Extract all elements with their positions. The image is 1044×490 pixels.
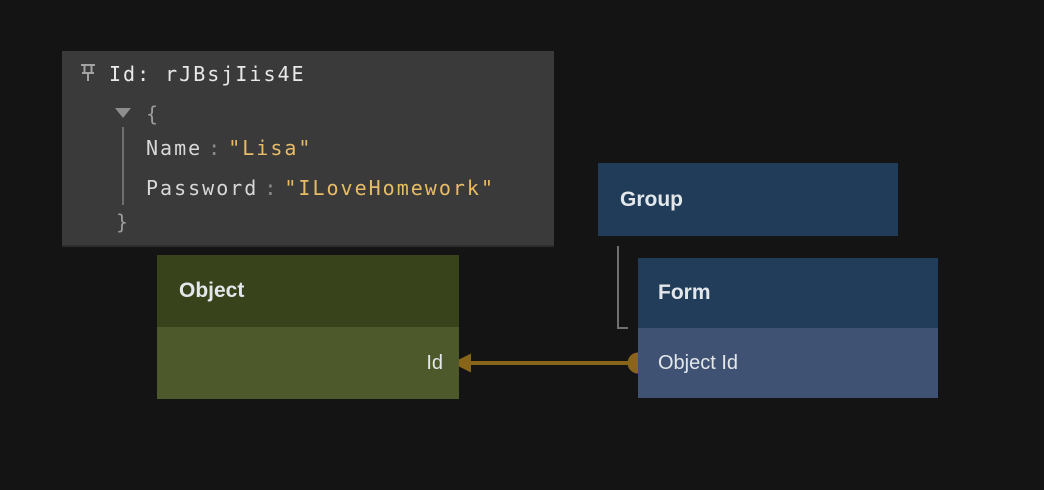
node-group-header[interactable]: Group [598, 163, 898, 236]
row-label: Object Id [658, 351, 739, 374]
node-title: Group [620, 187, 683, 211]
json-field-password: Password:"ILoveHomework" [146, 176, 495, 200]
node-object-header[interactable]: Object [157, 255, 459, 327]
popup-title: Id: rJBsjIis4E [109, 62, 306, 86]
field-value: "Lisa" [228, 136, 313, 160]
node-form-header[interactable]: Form [638, 258, 938, 328]
node-title: Object [179, 279, 245, 302]
node-title: Form [658, 281, 711, 304]
node-group[interactable]: Group [598, 163, 898, 236]
json-close-brace: } [116, 210, 131, 234]
tree-guide-line [122, 127, 124, 205]
collapse-toggle-icon[interactable] [115, 108, 131, 118]
json-open-brace: { [146, 102, 161, 126]
row-label: Id [426, 351, 443, 374]
field-key: Name [146, 136, 203, 160]
pin-icon[interactable] [79, 63, 97, 83]
node-object-row-id[interactable]: Id [157, 327, 459, 399]
field-key: Password [146, 176, 259, 200]
inspector-popup: Id: rJBsjIis4E { Name:"Lisa" Password:"I… [62, 51, 554, 247]
node-form-row-object-id[interactable]: Object Id [638, 328, 938, 398]
field-separator: : [264, 176, 279, 200]
edge-objectid-to-id-arrowhead-icon [452, 353, 471, 373]
node-object[interactable]: Object Id [157, 255, 459, 399]
edge-group-to-form[interactable] [617, 246, 628, 329]
field-separator: : [208, 136, 223, 160]
node-form[interactable]: Form Object Id [638, 258, 938, 398]
field-value: "ILoveHomework" [284, 176, 495, 200]
json-field-name: Name:"Lisa" [146, 136, 312, 160]
